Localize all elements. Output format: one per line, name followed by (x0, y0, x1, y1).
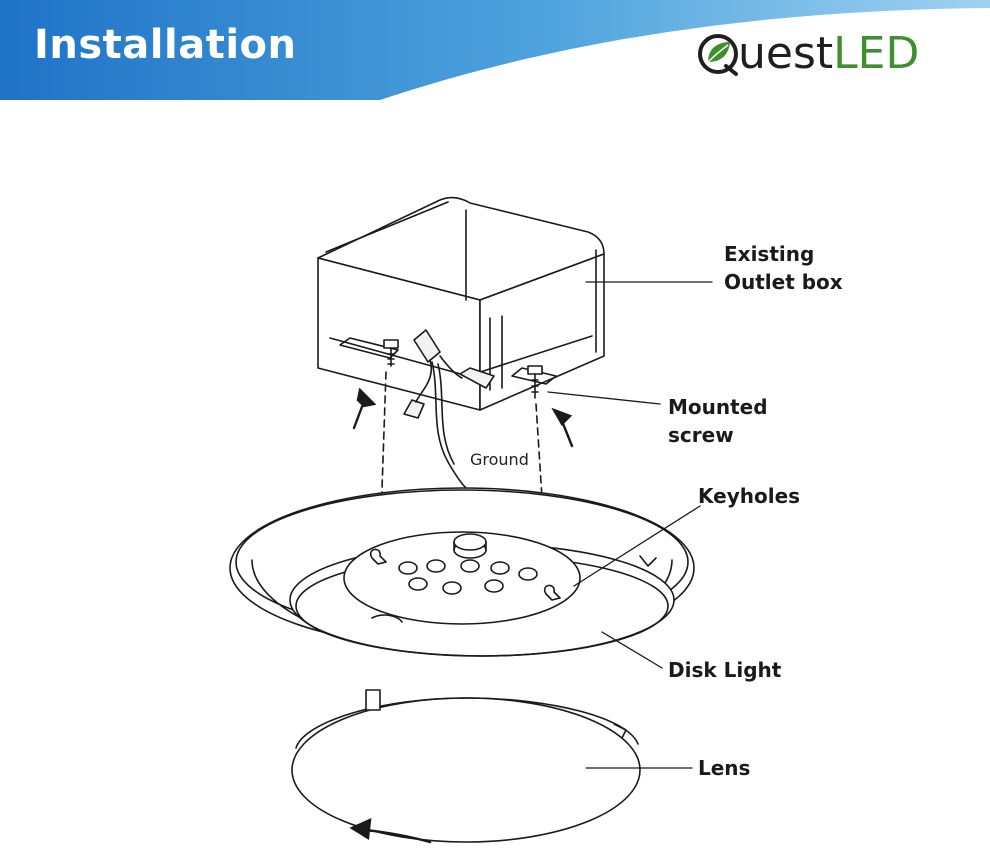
leader-disk-light (601, 631, 663, 669)
header-banner (0, 0, 990, 100)
keyhole-right (543, 584, 561, 601)
page-title: Installation (34, 22, 297, 68)
disk-light (229, 487, 695, 657)
brand-logo: uestLED (696, 18, 976, 88)
label-mounted-screw-line1: Mounted (668, 395, 768, 419)
rotate-arrow-icon (349, 818, 432, 844)
label-disk-light: Disk Light (668, 658, 782, 682)
label-existing-outlet-box: Existing Outlet box (724, 240, 843, 296)
label-existing-outlet-box-line1: Existing (724, 242, 815, 266)
mounted-screw-left (383, 339, 399, 367)
wire-nuts (403, 329, 495, 419)
label-ground: Ground (470, 450, 529, 469)
brand-wordmark-led: LED (833, 28, 920, 79)
label-existing-outlet-box-line2: Outlet box (724, 270, 843, 294)
mounted-screw-right (527, 365, 543, 399)
up-arrow-icon (551, 407, 574, 448)
leader-keyholes (573, 505, 701, 587)
label-lens: Lens (698, 756, 751, 780)
leaf-icon (698, 34, 738, 76)
label-mounted-screw-line2: screw (668, 423, 734, 447)
brand-wordmark-uest: uest (738, 28, 834, 79)
ground-wire (431, 361, 467, 489)
brand-wordmark: uestLED (738, 30, 919, 78)
keyhole-left (369, 548, 387, 565)
label-keyholes: Keyholes (698, 484, 801, 508)
leader-mounted-screw (547, 391, 661, 405)
up-arrow-icon (352, 387, 377, 430)
lens (291, 689, 641, 843)
label-mounted-screw: Mounted screw (668, 393, 768, 449)
